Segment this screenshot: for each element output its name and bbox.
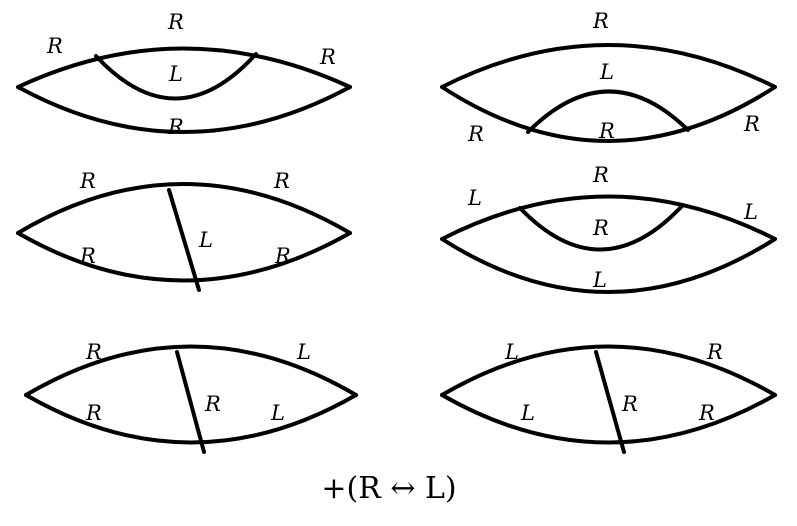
outer-lower-arc	[440, 85, 777, 143]
inner-arc	[518, 204, 684, 252]
inner-arc	[94, 52, 258, 101]
outer-upper-arc	[16, 46, 352, 89]
edge-label: R	[204, 392, 221, 416]
outer-upper-arc	[440, 194, 777, 241]
chord	[167, 188, 201, 292]
outer-lower-arc	[16, 231, 352, 283]
inner-arc	[526, 89, 690, 134]
edge-label: R	[167, 115, 184, 139]
edge-label: R	[274, 244, 291, 268]
edge-label: R	[467, 122, 484, 146]
outer-lower-arc	[16, 85, 352, 134]
outer-lower-arc	[440, 237, 777, 294]
edge-label: L	[296, 340, 311, 364]
edge-label: L	[592, 268, 607, 292]
edge-label: R	[698, 401, 715, 425]
edge-label: L	[743, 200, 758, 224]
diagram-4: R L L R L	[440, 163, 777, 294]
diagram-1: R R R L R	[16, 10, 352, 139]
outer-lower-arc	[24, 393, 358, 445]
footer-formula: +(R ↔ L)	[321, 471, 456, 506]
outer-upper-arc	[440, 43, 777, 89]
chord	[594, 350, 626, 454]
edge-label: L	[168, 62, 183, 86]
outer-upper-arc	[16, 182, 352, 235]
edge-label: R	[319, 45, 336, 69]
outer-upper-arc	[440, 344, 777, 397]
diagram-3: R R L R R	[16, 169, 352, 292]
edge-label: R	[85, 401, 102, 425]
edge-label: R	[46, 34, 63, 58]
outer-lower-arc	[440, 393, 777, 445]
edge-label: R	[85, 340, 102, 364]
diagram-2: R L R R R	[440, 9, 777, 146]
edge-label: R	[706, 340, 723, 364]
diagram-5: R L R R L	[24, 340, 358, 454]
edge-label: R	[79, 169, 96, 193]
edge-label: R	[743, 112, 760, 136]
edge-label: R	[598, 119, 615, 143]
edge-label: L	[467, 186, 482, 210]
outer-upper-arc	[24, 344, 358, 397]
edge-label: R	[592, 216, 609, 240]
chord	[175, 350, 206, 454]
edge-label: R	[621, 392, 638, 416]
edge-label: L	[520, 401, 535, 425]
edge-label: L	[599, 60, 614, 84]
edge-label: L	[504, 340, 519, 364]
edge-label: R	[167, 10, 184, 34]
edge-label: R	[79, 244, 96, 268]
edge-label: L	[198, 228, 213, 252]
edge-label: R	[592, 163, 609, 187]
diagram-6: L R L R R	[440, 340, 777, 454]
edge-label: R	[592, 9, 609, 33]
edge-label: L	[270, 401, 285, 425]
edge-label: R	[273, 169, 290, 193]
